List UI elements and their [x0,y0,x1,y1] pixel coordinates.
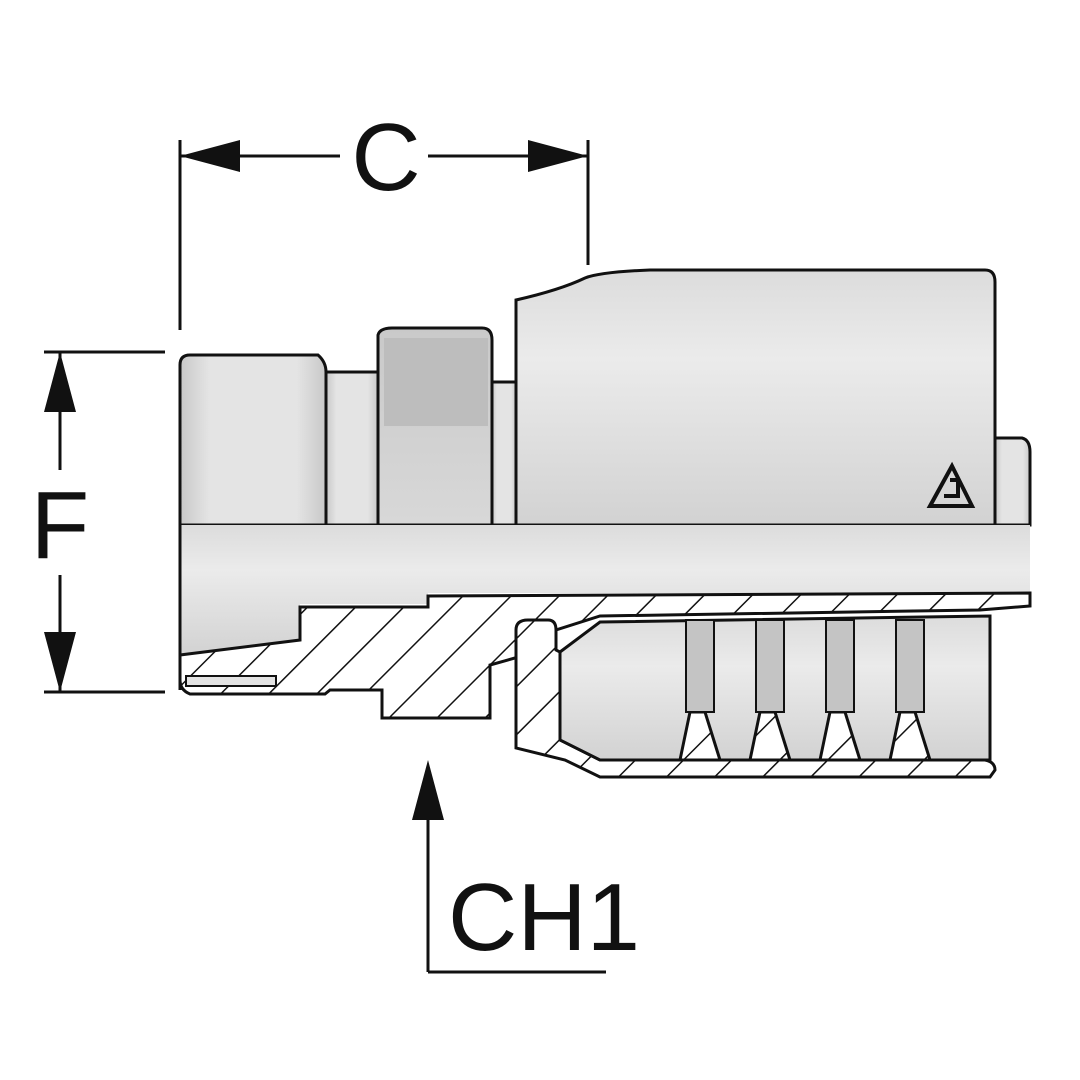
nipple-tip-slot [185,675,277,687]
manufacturer-logo-icon [926,461,976,508]
dimension-f [44,350,165,694]
hex-face [384,338,488,426]
dimension-c-label: C [351,104,420,211]
nipple-neck [324,370,380,527]
dimension-ch1 [412,760,606,974]
nipple-end [178,353,328,527]
nipple-section [178,591,1032,720]
dimension-c [178,140,590,330]
ferrule-shell [514,268,997,527]
ferrule-grooves [685,619,925,713]
hose-stub [993,436,1032,527]
hex-collar [490,380,518,527]
dimension-ch1-label: CH1 [448,864,640,971]
ferrule-teeth [678,710,933,762]
inner-bore [180,525,1030,655]
dimension-f-label: F [31,472,90,579]
